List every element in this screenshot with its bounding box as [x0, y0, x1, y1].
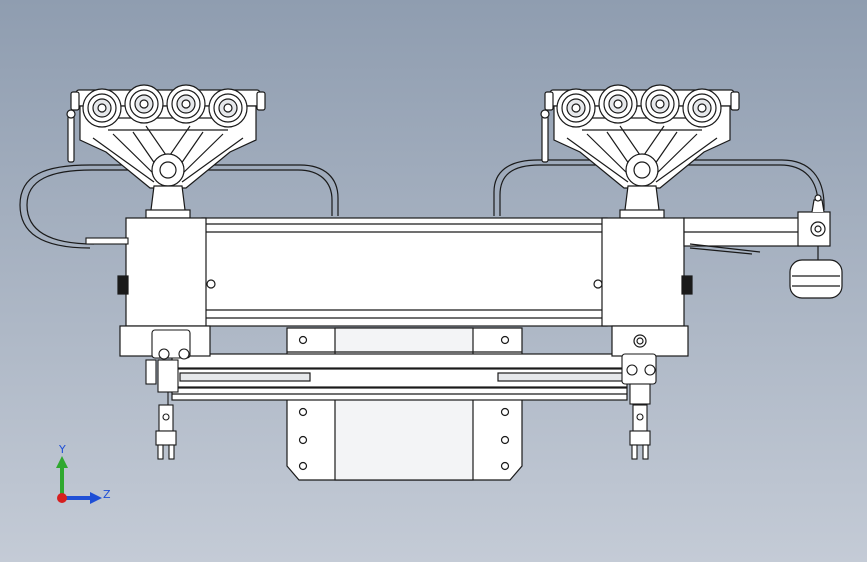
- right-trolley: [541, 85, 739, 218]
- left-clamp: [155, 404, 177, 460]
- counterweight: [789, 259, 843, 299]
- left-trolley: [67, 85, 265, 218]
- y-axis-label: Y: [58, 443, 66, 456]
- z-axis-arrowhead: [90, 492, 102, 504]
- side-arm: [683, 194, 831, 260]
- guide-shafts: [171, 353, 628, 401]
- mounting-plate: [286, 327, 523, 481]
- z-axis-label: Z: [103, 488, 111, 501]
- x-axis-dot: [57, 493, 67, 503]
- left-pivot: [145, 329, 191, 420]
- end-blocks: [117, 217, 693, 357]
- right-clamp: [629, 404, 651, 460]
- right-pivot: [621, 353, 657, 405]
- y-axis-arrowhead: [56, 456, 68, 468]
- coordinate-triad: Y Z: [56, 443, 111, 504]
- cable-gland: [85, 237, 129, 245]
- main-beam: [201, 217, 608, 327]
